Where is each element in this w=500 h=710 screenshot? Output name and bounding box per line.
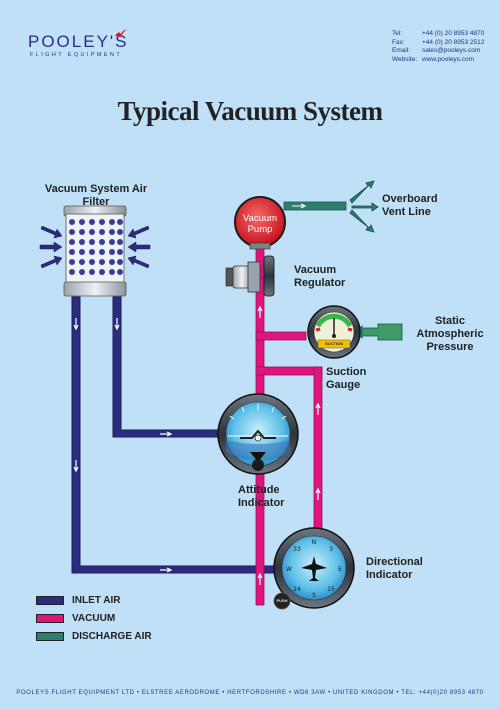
push-knob-label: PUSH — [276, 598, 288, 603]
bird-icon — [115, 29, 127, 37]
pump-label-line: Pump — [247, 224, 273, 235]
attitude-indicator — [217, 393, 299, 475]
legend-item-inlet: INLET AIR — [36, 595, 121, 606]
vacuum-pump — [234, 196, 286, 250]
directional-indicator-label: Directional Indicator — [366, 556, 423, 581]
svg-text:W: W — [286, 566, 292, 573]
pump-label: Vacuum Pump — [236, 213, 284, 235]
legend-swatch — [36, 596, 64, 605]
static-pressure-label: Static Atmospheric Pressure — [416, 315, 484, 353]
legend-item-vacuum: VACUUM — [36, 613, 115, 624]
contact-row: Email:sales@pooleys.com — [392, 47, 481, 55]
regulator-label: Vacuum Regulator — [294, 264, 346, 289]
legend-swatch — [36, 632, 64, 641]
svg-text:24: 24 — [293, 586, 301, 593]
gauge-face-label: SUCTION — [325, 341, 343, 346]
legend-label: VACUUM — [72, 613, 116, 624]
suction-gauge-label: Suction Gauge — [326, 366, 367, 391]
brand-logo: POOLEY'S — [28, 32, 129, 52]
contact-row: Fax:+44 (0) 20 8953 2512 — [392, 38, 485, 46]
legend-item-discharge: DISCHARGE AIR — [36, 631, 152, 642]
contact-block: Tel:+44 (0) 20 8953 4870 Fax:+44 (0) 20 … — [392, 30, 484, 64]
air-filter-label: Vacuum System Air Filter — [44, 183, 148, 208]
legend-label: DISCHARGE AIR — [72, 631, 152, 642]
air-filter — [39, 205, 151, 297]
pump-label-line: Vacuum — [242, 213, 278, 224]
svg-text:S: S — [312, 592, 316, 599]
overboard-label: Overboard Vent Line — [382, 193, 438, 218]
contact-row: Website:www.pooleys.com — [392, 55, 475, 63]
attitude-indicator-label: Attitude Indicator — [238, 484, 285, 509]
svg-text:3: 3 — [329, 546, 333, 553]
brand-name: POOLEY'S — [28, 32, 129, 51]
vacuum-regulator — [225, 255, 275, 297]
page-title: Typical Vacuum System — [117, 96, 383, 126]
directional-indicator: N S W E 33 3 24 15 — [273, 527, 355, 610]
footer: POOLEYS FLIGHT EQUIPMENT LTD • ELSTREE A… — [16, 690, 484, 696]
svg-text:33: 33 — [293, 546, 301, 553]
inlet-flow-arrows — [73, 318, 173, 573]
legend-label: INLET AIR — [72, 595, 121, 606]
brand-tagline: FLIGHT EQUIPMENT — [30, 52, 123, 58]
suction-gauge — [307, 305, 361, 359]
legend-swatch — [36, 614, 64, 623]
contact-row: Tel:+44 (0) 20 8953 4870 — [392, 30, 485, 37]
svg-text:N: N — [312, 539, 317, 546]
discharge-lines — [283, 180, 403, 341]
svg-text:15: 15 — [327, 586, 335, 593]
svg-text:E: E — [338, 566, 342, 573]
vacuum-flow-arrows — [257, 305, 321, 585]
